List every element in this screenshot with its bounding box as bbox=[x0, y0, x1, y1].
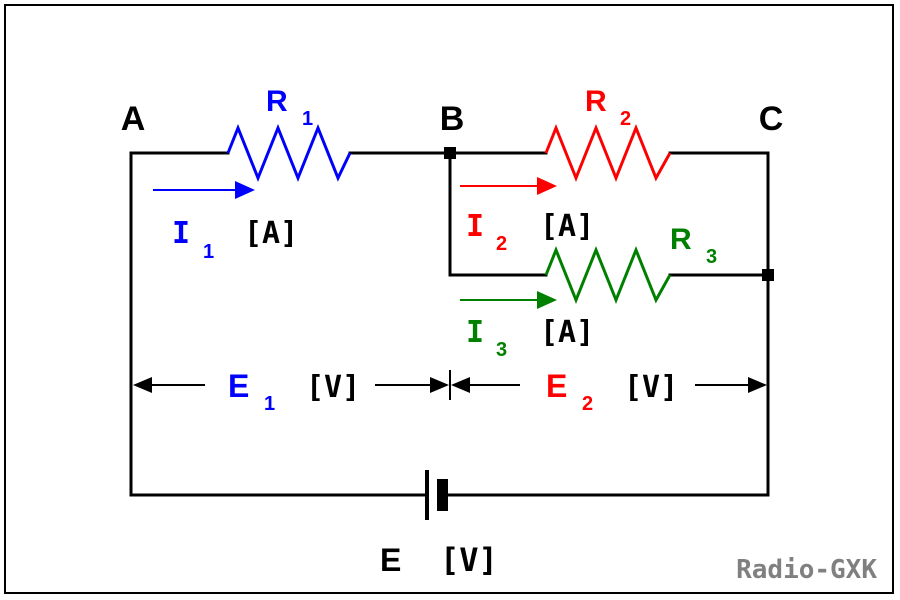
e1-label: E bbox=[228, 368, 249, 404]
current-arrow-i1 bbox=[153, 181, 255, 199]
r1-label: R bbox=[266, 85, 288, 118]
i3-subscript: 3 bbox=[496, 339, 507, 361]
e-label: E bbox=[380, 542, 401, 578]
r2-subscript: 2 bbox=[620, 108, 631, 130]
i3-unit: [A] bbox=[540, 315, 594, 350]
r3-subscript: 3 bbox=[706, 246, 717, 268]
wires bbox=[129, 151, 770, 497]
junction-b bbox=[444, 147, 456, 159]
resistor-r2 bbox=[544, 123, 672, 183]
battery-short-plate bbox=[437, 479, 448, 511]
voltage-span-e2 bbox=[451, 377, 767, 393]
e2-label: E bbox=[546, 368, 567, 404]
outer-frame bbox=[4, 4, 894, 594]
i3-label: I bbox=[466, 315, 484, 350]
i1-subscript: 1 bbox=[203, 241, 214, 263]
current-arrow-i2 bbox=[460, 177, 557, 195]
r3-label: R bbox=[670, 223, 692, 256]
e2-subscript: 2 bbox=[582, 393, 593, 415]
r1-subscript: 1 bbox=[302, 108, 313, 130]
i2-subscript: 2 bbox=[496, 233, 507, 255]
e2-unit: [V] bbox=[624, 370, 678, 405]
i1-label: I bbox=[172, 216, 190, 251]
resistor-r1 bbox=[226, 123, 352, 183]
e1-unit: [V] bbox=[306, 370, 360, 405]
resistor-r3 bbox=[544, 245, 672, 305]
e-unit: [V] bbox=[440, 541, 498, 579]
watermark-text: Radio-GXK bbox=[736, 555, 877, 585]
i2-unit: [A] bbox=[540, 209, 594, 244]
node-label-b: B bbox=[440, 100, 465, 138]
e1-subscript: 1 bbox=[264, 393, 275, 415]
voltage-span-e1 bbox=[133, 370, 451, 400]
current-arrow-i3 bbox=[460, 291, 557, 309]
r2-label: R bbox=[585, 85, 607, 118]
i2-label: I bbox=[466, 209, 484, 244]
node-label-c: C bbox=[759, 100, 784, 138]
node-label-a: A bbox=[121, 100, 146, 138]
junction-c bbox=[762, 269, 774, 281]
i1-unit: [A] bbox=[244, 216, 298, 251]
